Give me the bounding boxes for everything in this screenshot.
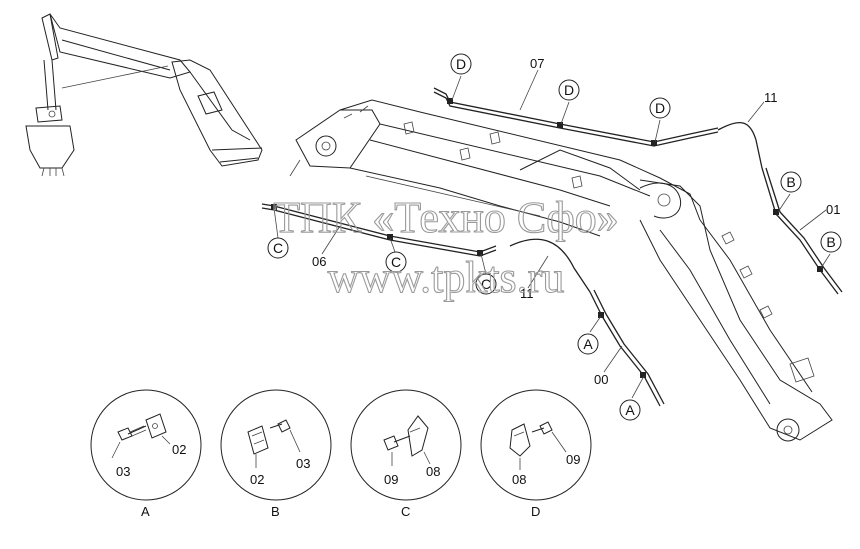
svg-text:A: A [583,336,593,352]
detail-a-letter: A [141,504,150,519]
clamp-markers [271,98,823,378]
svg-text:C: C [273,240,283,256]
part-label-11-bottom: 11 [520,286,534,301]
svg-text:A: A [625,402,635,418]
detail-d-letter: D [531,504,540,519]
detail-c-letter: C [401,504,410,519]
leader-lines [273,69,831,399]
callout-circles: D D D B B C C C A A [267,53,842,421]
pipe-01 [761,167,843,295]
callout-c-3: C [475,273,497,295]
svg-text:C: C [481,276,491,292]
boom-structure [289,99,833,442]
callout-d-2: D [558,79,580,101]
svg-text:B: B [786,174,795,190]
watermark-line-2: www.tpkts.ru [328,253,565,302]
svg-text:D: D [564,82,574,98]
watermark-line-1: ТПК «Техно Сфо» [273,193,619,242]
callout-a-1: A [577,333,599,355]
svg-text:B: B [826,234,835,250]
callout-d-1: D [450,53,472,75]
detail-d-label-2: 09 [566,452,580,467]
detail-c-label-2: 08 [426,464,440,479]
detail-view-c: 09 08 C [350,389,462,519]
part-label-01: 01 [826,202,840,217]
watermark: ТПК «Техно Сфо» www.tpkts.ru [273,192,620,302]
part-label-06: 06 [312,254,326,269]
detail-view-b: 02 03 B [220,389,332,519]
detail-b-label-2: 03 [296,456,310,471]
part-label-07: 07 [530,56,544,71]
part-number-labels: 07 11 01 06 11 00 [312,56,840,387]
pipe-11-top [717,121,763,169]
callout-b-1: B [780,171,802,193]
pipe-11-bottom [509,238,591,293]
excavator-overview-sketch [25,13,263,177]
svg-text:C: C [391,254,401,270]
callout-a-2: A [619,399,641,421]
callout-c-2: C [385,251,407,273]
detail-a-label-1: 03 [116,464,130,479]
pipe-00 [589,289,665,407]
callout-c-1: C [267,237,289,259]
detail-b-label-1: 02 [250,472,264,487]
detail-view-d: 08 09 D [480,389,592,519]
detail-a-label-2: 02 [172,442,186,457]
callout-d-3: D [649,97,671,119]
detail-d-label-1: 08 [512,472,526,487]
detail-b-letter: B [271,504,280,519]
part-label-11-top: 11 [764,90,778,105]
svg-text:D: D [456,56,466,72]
detail-c-label-1: 09 [384,472,398,487]
detail-view-a: 03 02 A [90,389,202,519]
part-label-00: 00 [594,372,608,387]
callout-b-2: B [820,231,842,253]
svg-text:D: D [655,100,665,116]
